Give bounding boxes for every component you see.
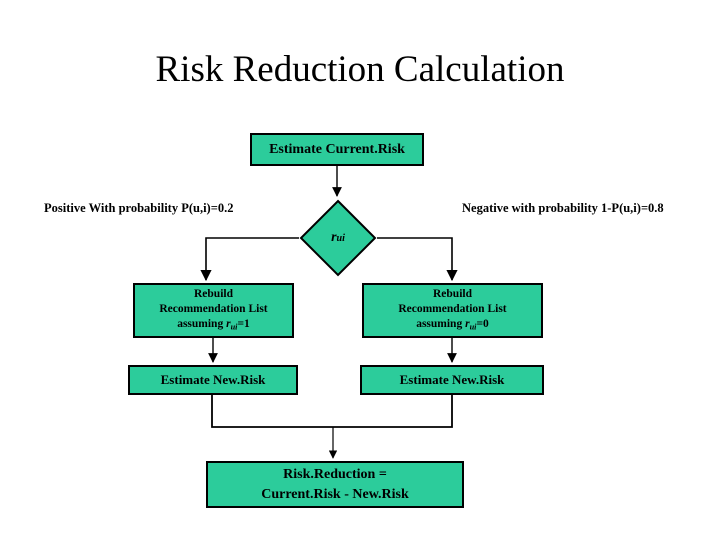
page-title: Risk Reduction Calculation	[155, 49, 565, 90]
assuming-prefix: assuming	[177, 317, 227, 330]
node-label-line-1: Risk.Reduction =	[283, 466, 387, 482]
assuming-suffix: =0	[476, 317, 489, 330]
edge-decision-to-rebuild-negative	[377, 237, 458, 282]
node-label: Estimate New.Risk	[399, 372, 505, 387]
edge-merge-right	[333, 395, 453, 428]
node-estimate-new-risk-negative[interactable]: Estimate New.Risk	[360, 365, 544, 395]
annotation-line-1: Negative	[462, 201, 509, 215]
node-label-line-2: Recommendation List	[159, 302, 268, 315]
node-rebuild-recommendation-list-positive[interactable]: Rebuild Recommendation List assuming rui…	[133, 283, 294, 338]
annotation-line-2: With probability	[88, 201, 179, 215]
diamond-shape	[299, 199, 377, 277]
rui-subscript: ui	[469, 322, 477, 332]
node-label-line-3: assuming rui=1	[177, 317, 250, 334]
node-label: Estimate New.Risk	[160, 372, 266, 387]
assuming-prefix: assuming	[416, 317, 466, 330]
node-label-line-1: Rebuild	[194, 287, 233, 300]
node-rebuild-recommendation-list-negative[interactable]: Rebuild Recommendation List assuming rui…	[362, 283, 543, 338]
annotation-negative-branch: Negative with probability 1-P(u,i)=0.8	[462, 200, 664, 217]
rui-subscript: ui	[230, 322, 238, 332]
edge-decision-to-rebuild-positive	[200, 237, 299, 282]
edge-merge-left	[211, 395, 333, 428]
decision-label-base: r	[331, 230, 337, 245]
rui-var: r	[465, 317, 470, 330]
annotation-line-1: Positive	[44, 201, 86, 215]
annotation-line-3: P(u,i)=0.2	[181, 201, 234, 215]
annotation-line-2: with probability	[511, 201, 598, 215]
assuming-suffix: =1	[237, 317, 250, 330]
annotation-positive-branch: Positive With probability P(u,i)=0.2	[44, 200, 233, 217]
node-label: Estimate Current.Risk	[269, 141, 405, 157]
node-label-line-2: Current.Risk - New.Risk	[261, 486, 409, 502]
node-label-line-2: Recommendation List	[398, 302, 507, 315]
rui-var: r	[226, 317, 231, 330]
node-label-line-3: assuming rui=0	[416, 317, 489, 334]
node-estimate-current-risk[interactable]: Estimate Current.Risk	[250, 133, 424, 166]
decision-label-subscript: ui	[336, 232, 345, 244]
node-estimate-new-risk-positive[interactable]: Estimate New.Risk	[128, 365, 298, 395]
node-label-line-1: Rebuild	[433, 287, 472, 300]
node-risk-reduction-result[interactable]: Risk.Reduction = Current.Risk - New.Risk	[206, 461, 464, 508]
annotation-line-3: 1-P(u,i)=0.8	[601, 201, 664, 215]
